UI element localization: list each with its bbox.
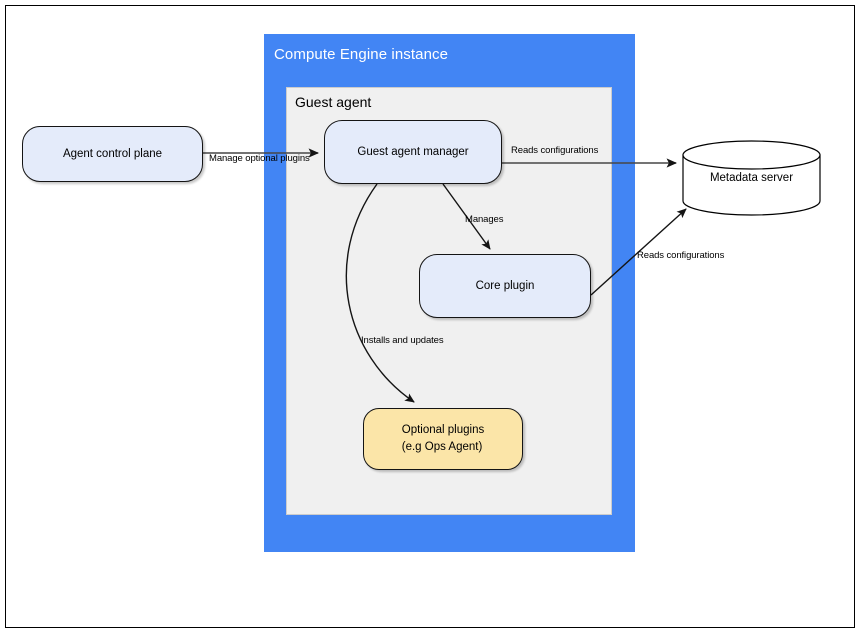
- edge-label-installs-and-updates: Installs and updates: [361, 335, 444, 346]
- edge-label-reads-configurations-manager: Reads configurations: [511, 145, 599, 156]
- metadata-server-cylinder: [682, 140, 821, 216]
- edge-installs-and-updates: [345, 183, 415, 403]
- page-border: [5, 5, 855, 628]
- node-optional-plugins-label-line1: Optional plugins: [401, 424, 485, 436]
- node-core-plugin[interactable]: Core plugin: [419, 254, 591, 318]
- edge-label-reads-configurations-core: Reads configurations: [637, 250, 725, 261]
- node-guest-agent-manager-label: Guest agent manager: [357, 145, 469, 158]
- node-agent-control-plane[interactable]: Agent control plane: [22, 126, 203, 182]
- node-core-plugin-label: Core plugin: [475, 279, 535, 292]
- node-metadata-server-label: Metadata server: [709, 172, 794, 184]
- edge-manages: [442, 183, 491, 250]
- node-agent-control-plane-label: Agent control plane: [62, 147, 163, 160]
- compute-engine-instance-label: Compute Engine instance: [274, 46, 449, 63]
- edge-label-manages: Manages: [465, 214, 504, 225]
- node-guest-agent-manager[interactable]: Guest agent manager: [324, 120, 502, 184]
- guest-agent-label: Guest agent: [295, 94, 372, 110]
- edge-label-manage-optional-plugins: Manage optional plugins: [209, 153, 310, 164]
- node-optional-plugins-label-line2: (e.g Ops Agent): [401, 441, 483, 453]
- node-optional-plugins[interactable]: Optional plugins (e.g Ops Agent): [363, 408, 523, 470]
- node-metadata-server[interactable]: Metadata server: [683, 141, 820, 215]
- edge-reads-configurations-core: [590, 208, 687, 296]
